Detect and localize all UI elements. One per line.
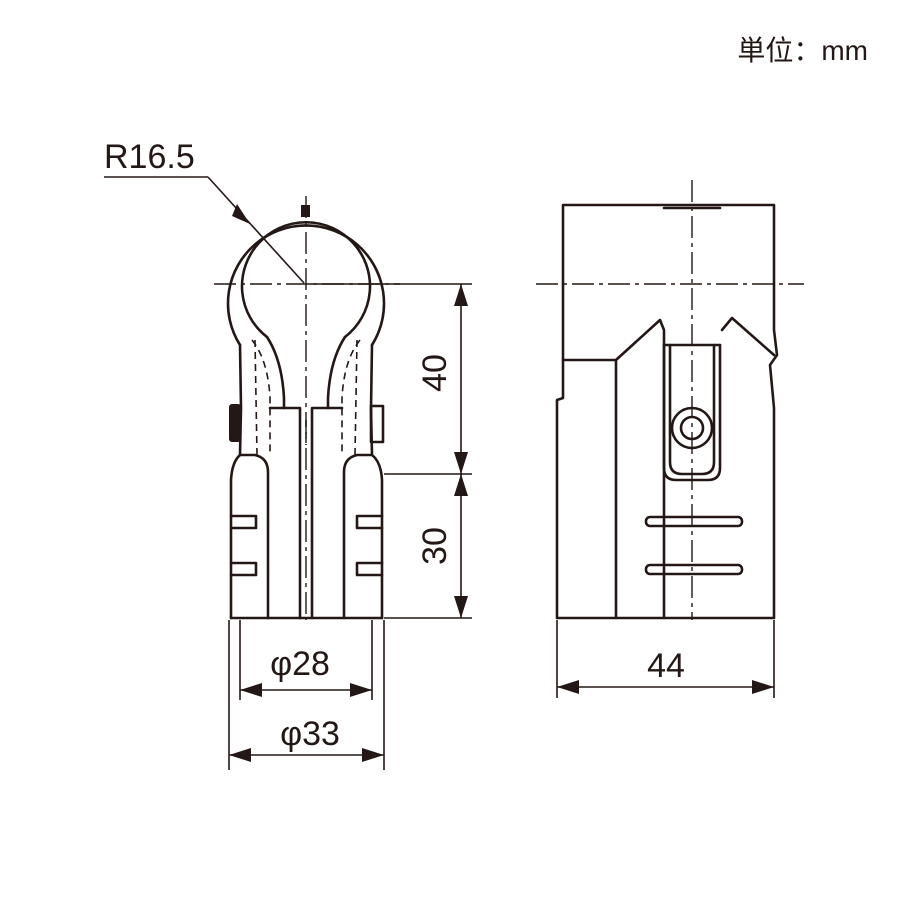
width-dimension: 44 — [556, 620, 775, 698]
side-slots — [644, 515, 744, 576]
right-arm-hidden-2 — [354, 339, 358, 456]
radius-dimension: R16.5 — [104, 138, 305, 284]
left-arm-hidden-2 — [254, 339, 258, 456]
diameter-dimensions: φ28 φ33 — [228, 620, 385, 770]
right-arm-outer — [369, 343, 384, 620]
height-dimensions: 40 30 — [308, 283, 472, 619]
width-label: 44 — [647, 647, 685, 685]
lower-slots — [229, 514, 384, 577]
bolt-slot-inner — [668, 343, 716, 476]
left-shoulder — [238, 453, 270, 620]
bolt-head — [229, 404, 241, 442]
right-shoulder — [342, 453, 374, 620]
left-half-body — [268, 406, 302, 620]
bolt-slot — [662, 343, 722, 482]
clamp-ring-outer — [226, 224, 386, 347]
left-arm-inner — [265, 335, 286, 410]
side-ring-step — [561, 358, 618, 620]
side-body-outline — [555, 203, 779, 620]
right-chamfer — [720, 316, 776, 357]
outer-diameter-label: φ33 — [280, 715, 340, 753]
right-half-body — [310, 406, 344, 620]
radius-label: R16.5 — [104, 138, 195, 176]
bolt-head-outer — [670, 406, 714, 450]
ring-top-slit — [301, 205, 310, 217]
clamp-ring-inner — [240, 220, 372, 339]
left-arm-outer — [229, 343, 243, 620]
side-view — [536, 180, 804, 620]
front-view — [214, 196, 400, 620]
height-lower-label: 30 — [416, 527, 454, 565]
height-upper-label: 40 — [416, 354, 454, 392]
inner-diameter-label: φ28 — [270, 645, 330, 683]
unit-label: 単位：mm — [737, 35, 868, 66]
nut — [369, 404, 385, 444]
bolt-head-inner — [679, 415, 705, 441]
right-arm-inner — [326, 335, 347, 410]
